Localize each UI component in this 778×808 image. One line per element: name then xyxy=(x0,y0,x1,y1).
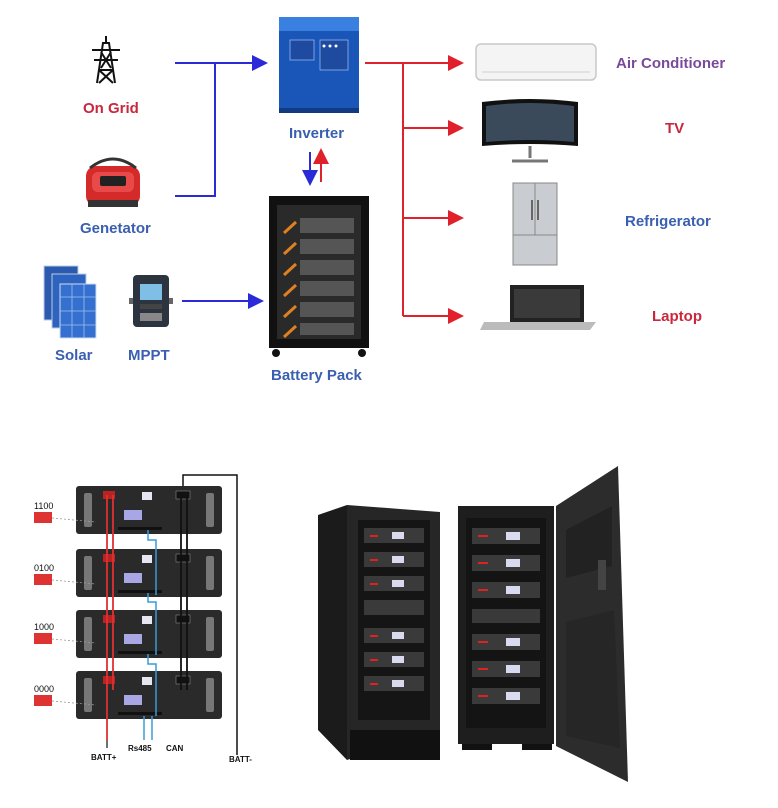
wiring-diagram xyxy=(76,474,238,755)
laptop-label: Laptop xyxy=(652,308,702,325)
inverter-label: Inverter xyxy=(289,125,344,142)
tv-icon xyxy=(482,99,578,163)
dip-code-4: 0000 xyxy=(34,684,54,694)
battery-module xyxy=(76,671,222,719)
generator-icon xyxy=(86,157,140,207)
inverter-icon xyxy=(279,17,359,113)
source-lines xyxy=(175,55,329,309)
refrigerator-icon xyxy=(512,182,558,266)
battery-module xyxy=(76,486,222,534)
dip-code-3: 1000 xyxy=(34,622,54,632)
mppt-controller-icon xyxy=(129,275,173,327)
air-conditioner-label: Air Conditioner xyxy=(616,55,725,72)
battery-pack-icon xyxy=(269,196,369,357)
load-lines xyxy=(365,55,464,324)
battery-pack-label: Battery Pack xyxy=(271,367,363,384)
solar-label: Solar xyxy=(55,347,93,364)
batt-minus-label: BATT- xyxy=(229,755,252,764)
batt-plus-label: BATT+ xyxy=(91,753,117,762)
transmission-tower-icon xyxy=(92,36,120,84)
closed-cabinet-photo xyxy=(318,505,440,760)
tv-label: TV xyxy=(665,120,684,137)
on-grid-label: On Grid xyxy=(83,100,139,117)
refrigerator-label: Refrigerator xyxy=(625,213,711,230)
can-label: CAN xyxy=(166,744,184,753)
dip-code-2: 0100 xyxy=(34,563,54,573)
rs485-label: Rs485 xyxy=(128,744,152,753)
battery-module xyxy=(76,549,222,597)
laptop-icon xyxy=(480,285,596,330)
battery-module xyxy=(76,610,222,658)
dip-switch-group xyxy=(34,512,97,706)
open-cabinet-photo xyxy=(458,466,628,782)
mppt-label: MPPT xyxy=(128,347,170,364)
generator-label: Genetator xyxy=(80,220,151,237)
solar-panel-icon xyxy=(43,265,97,339)
air-conditioner-icon xyxy=(475,43,597,81)
dip-code-1: 1100 xyxy=(34,501,53,511)
